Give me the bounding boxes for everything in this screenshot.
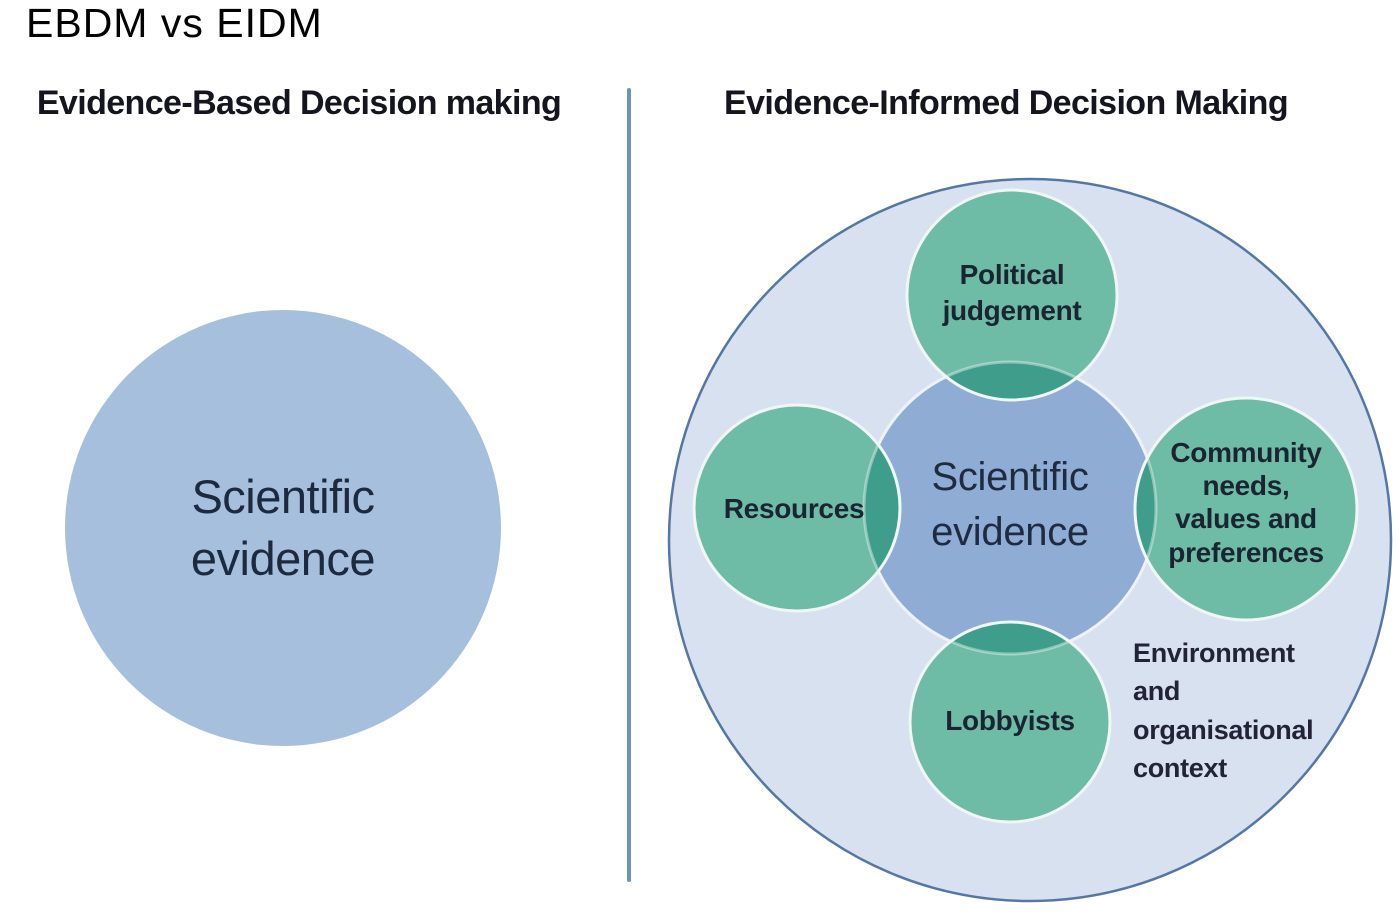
environment-context-label-line1: Environment <box>1133 638 1295 668</box>
environment-context-label-line2: and <box>1133 676 1180 706</box>
environment-context-label-line4: context <box>1133 753 1227 783</box>
lobbyists-rim <box>908 620 1112 824</box>
page-title: EBDM vs EIDM <box>26 0 323 46</box>
community-label-line1: Community <box>1170 437 1322 468</box>
community-needs-circle <box>1135 398 1357 620</box>
green-circle-rims <box>692 188 1359 824</box>
eidm-center-circle <box>862 360 1158 656</box>
resources-circle <box>694 405 900 611</box>
lobbyists-circle <box>910 622 1110 822</box>
ebdm-circle-label-line1: Scientific <box>191 469 375 523</box>
environment-context-label-line3: organisational <box>1133 715 1313 745</box>
eidm-diagram: Scientific evidence Political judgement … <box>667 177 1393 903</box>
panel-divider-line <box>627 88 631 882</box>
community-rim <box>1133 396 1359 622</box>
eidm-center-label-line2: evidence <box>931 510 1089 554</box>
community-label-line2: needs, <box>1203 470 1290 501</box>
ebdm-circle-label: Scientific evidence <box>190 466 376 590</box>
resources-rim <box>692 403 902 613</box>
right-panel-header: Evidence-Informed Decision Making <box>724 84 1289 122</box>
ebdm-circle-label-line2: evidence <box>190 532 376 585</box>
lobbyists-label: Lobbyists <box>945 705 1075 736</box>
resources-label: Resources <box>724 493 865 524</box>
community-label-line4: preferences <box>1168 537 1323 568</box>
political-rim <box>905 188 1119 402</box>
political-judgement-label-line1: Political <box>960 259 1065 290</box>
community-label-line3: values and <box>1175 503 1317 534</box>
ebdm-scientific-evidence-circle: Scientific evidence <box>65 310 501 746</box>
political-judgement-label-line2: judgement <box>942 295 1082 326</box>
political-judgement-circle <box>907 190 1117 400</box>
eidm-center-label-line1: Scientific <box>931 455 1088 499</box>
left-panel-header: Evidence-Based Decision making <box>36 84 562 122</box>
center-circle-edge-through-greens <box>862 360 1158 656</box>
